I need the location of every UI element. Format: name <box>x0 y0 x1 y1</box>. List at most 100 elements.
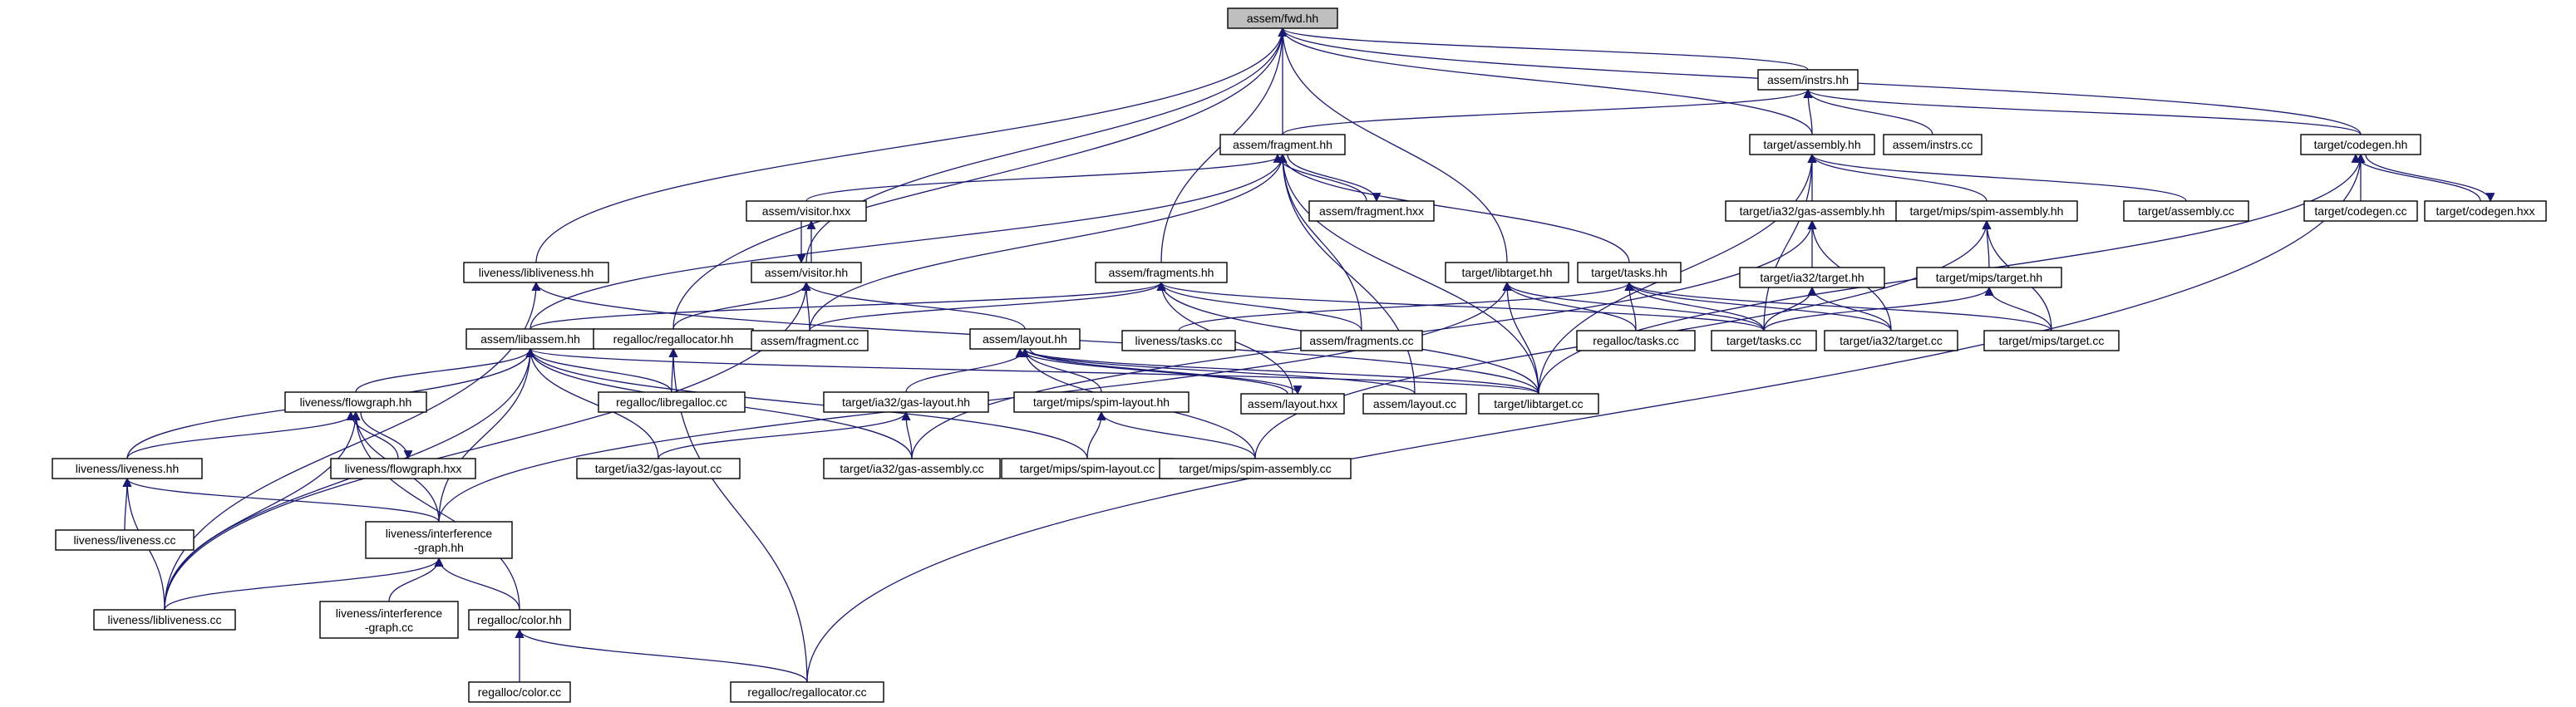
file-node-spim-layout-hh[interactable]: target/mips/spim-layout.hh <box>1013 391 1189 413</box>
edge-fragment_cc-to-fragments_hh <box>809 281 1166 331</box>
edge-fragment_hh-to-instrs_hh <box>1282 88 1813 135</box>
file-node-layout-cc[interactable]: assem/layout.cc <box>1362 393 1467 415</box>
edge-fragment_cc-to-visitor_hh <box>801 281 811 331</box>
edge-libregalloc_cc-to-libassem_hh <box>525 347 672 393</box>
file-node-ia32-target-cc[interactable]: target/ia32/target.cc <box>1824 330 1958 351</box>
node-label: regalloc/libregalloc.cc <box>616 395 727 409</box>
edge-visitor_hxx-to-fragment_hh <box>805 153 1288 202</box>
file-node-spim-layout-cc[interactable]: target/mips/spim-layout.cc <box>1001 458 1174 479</box>
file-node-interference-cc[interactable]: liveness/interference-graph.cc <box>319 601 459 639</box>
node-label: -graph.hh <box>414 541 464 554</box>
file-node-fragments-cc[interactable]: assem/fragments.cc <box>1300 330 1423 351</box>
node-box <box>55 529 195 551</box>
file-node-gas-assembly-cc[interactable]: target/ia32/gas-assembly.cc <box>823 458 1001 479</box>
file-node-libregalloc-cc[interactable]: regalloc/libregalloc.cc <box>598 391 746 413</box>
file-node-fragment-hxx[interactable]: assem/fragment.hxx <box>1308 200 1435 222</box>
node-label: assem/fragment.hh <box>1233 138 1332 151</box>
node-box <box>1895 200 2078 222</box>
edge-flowgraph_hh-to-libassem_hh <box>355 347 535 393</box>
file-node-libassem-hh[interactable]: assem/libassem.hh <box>465 328 595 350</box>
node-box <box>1725 200 1899 222</box>
file-node-spim-assembly-cc[interactable]: target/mips/spim-assembly.cc <box>1159 458 1352 479</box>
node-box <box>1711 330 1817 351</box>
file-node-spim-assembly-hh[interactable]: target/mips/spim-assembly.hh <box>1895 200 2078 222</box>
file-node-libliveness-cc[interactable]: liveness/libliveness.cc <box>93 609 236 631</box>
file-node-fragments-hh[interactable]: assem/fragments.hh <box>1095 262 1228 283</box>
edge-color_hh-to-flowgraph_hh <box>351 410 520 611</box>
file-node-tasks-hh[interactable]: target/tasks.hh <box>1577 262 1682 283</box>
node-box <box>1001 458 1174 479</box>
file-node-instrs-hh[interactable]: assem/instrs.hh <box>1757 69 1859 91</box>
edge-fragment_hh-to-fragment_hxx <box>1287 154 1382 203</box>
file-node-regallocator-cc[interactable]: regalloc/regallocator.cc <box>730 681 884 703</box>
node-box <box>2303 200 2418 222</box>
edge-mips_target_cc-to-mips_target_hh <box>1984 286 2052 331</box>
node-label: assem/layout.hh <box>983 332 1067 346</box>
file-node-fragment-hh[interactable]: assem/fragment.hh <box>1219 134 1346 155</box>
file-node-visitor-hh[interactable]: assem/visitor.hh <box>751 262 862 283</box>
edge-libassem_hh-to-fragment_hh <box>529 153 1288 330</box>
edge-layout_hh-to-layout_hxx <box>1029 348 1303 395</box>
file-node-layout-hh[interactable]: assem/layout.hh <box>969 328 1081 350</box>
node-box <box>319 601 459 639</box>
edge-regallocator_hh-to-fwd <box>672 27 1288 330</box>
edge-libtarget_cc-to-layout_hh <box>1020 347 1539 395</box>
node-box <box>1227 7 1338 29</box>
node-label: liveness/flowgraph.hxx <box>345 462 462 475</box>
node-box <box>1824 330 1958 351</box>
node-label: assem/visitor.hh <box>765 266 848 279</box>
file-node-mips-target-cc[interactable]: target/mips/target.cc <box>1983 330 2120 351</box>
edge-instrs_hh-to-fwd <box>1278 27 1809 71</box>
file-node-color-hh[interactable]: regalloc/color.hh <box>468 609 571 631</box>
edge-gas_layout_cc-to-libassem_hh <box>525 347 659 459</box>
file-node-gas-assembly-hh[interactable]: target/ia32/gas-assembly.hh <box>1725 200 1899 222</box>
file-node-interference-hh[interactable]: liveness/interference-graph.hh <box>365 521 513 559</box>
file-node-codegen-hxx[interactable]: target/codegen.hxx <box>2424 200 2547 222</box>
edge-tasks_hh-to-fragment_hh <box>1278 153 1630 263</box>
file-node-flowgraph-hh[interactable]: liveness/flowgraph.hh <box>284 391 427 413</box>
file-node-codegen-hh[interactable]: target/codegen.hh <box>2300 134 2421 155</box>
file-node-target-tasks-cc[interactable]: target/tasks.cc <box>1711 330 1817 351</box>
edge-assembly_cc-to-assembly_hh <box>1807 153 2187 202</box>
file-node-codegen-cc[interactable]: target/codegen.cc <box>2303 200 2418 222</box>
file-node-mips-target-hh[interactable]: target/mips/target.hh <box>1916 267 2062 288</box>
file-node-liveness-hh[interactable]: liveness/liveness.hh <box>52 458 203 479</box>
file-node-fragment-cc[interactable]: assem/fragment.cc <box>751 330 869 351</box>
node-label: target/mips/spim-assembly.hh <box>1910 204 2064 218</box>
file-node-liveness-cc[interactable]: liveness/liveness.cc <box>55 529 195 551</box>
file-node-layout-hxx[interactable]: assem/layout.hxx <box>1240 393 1345 415</box>
edge-target_tasks_cc-to-fragments_hh <box>1156 281 1765 331</box>
node-box <box>2424 200 2547 222</box>
file-node-libtarget-cc[interactable]: target/libtarget.cc <box>1478 393 1599 415</box>
edge-liveness_cc-to-liveness_hh <box>122 477 132 531</box>
edge-layout_hxx-to-layout_hh <box>1015 347 1288 395</box>
file-node-color-cc[interactable]: regalloc/color.cc <box>468 681 571 703</box>
file-node-assembly-hh[interactable]: target/assembly.hh <box>1749 134 1875 155</box>
file-node-gas-layout-cc[interactable]: target/ia32/gas-layout.cc <box>576 458 741 479</box>
file-node-libliveness-hh[interactable]: liveness/libliveness.hh <box>463 262 609 283</box>
node-box <box>468 681 571 703</box>
node-label: assem/fwd.hh <box>1247 12 1318 25</box>
node-label: target/ia32/gas-assembly.cc <box>840 462 983 475</box>
node-label: target/ia32/target.hh <box>1760 271 1864 284</box>
file-node-assembly-cc[interactable]: target/assembly.cc <box>2123 200 2249 222</box>
node-box <box>1308 200 1435 222</box>
edge-flowgraph_hh-to-flowgraph_hxx <box>360 411 413 460</box>
node-box <box>1362 393 1467 415</box>
file-node-flowgraph-hxx[interactable]: liveness/flowgraph.hxx <box>330 458 476 479</box>
file-node-visitor-hxx[interactable]: assem/visitor.hxx <box>746 200 867 222</box>
file-node-gas-layout-hh[interactable]: target/ia32/gas-layout.hh <box>823 391 989 413</box>
edge-mips_target_cc-to-tasks_hh <box>1624 281 2052 331</box>
file-node-regallocator-hh[interactable]: regalloc/regallocator.hh <box>593 328 754 350</box>
file-node-regalloc-tasks-cc[interactable]: regalloc/tasks.cc <box>1576 330 1696 351</box>
node-box <box>823 391 989 413</box>
node-box <box>365 521 513 559</box>
node-label: target/ia32/target.cc <box>1840 334 1943 347</box>
file-node-libtarget-hh[interactable]: target/libtarget.hh <box>1445 262 1569 283</box>
node-label: target/codegen.hh <box>2314 138 2408 151</box>
file-node-instrs-cc[interactable]: assem/instrs.cc <box>1883 134 1982 155</box>
file-node-ia32-target-hh[interactable]: target/ia32/target.hh <box>1739 267 1885 288</box>
file-node-liveness-tasks-cc[interactable]: liveness/tasks.cc <box>1121 330 1236 351</box>
node-box <box>751 330 869 351</box>
node-box <box>52 458 203 479</box>
